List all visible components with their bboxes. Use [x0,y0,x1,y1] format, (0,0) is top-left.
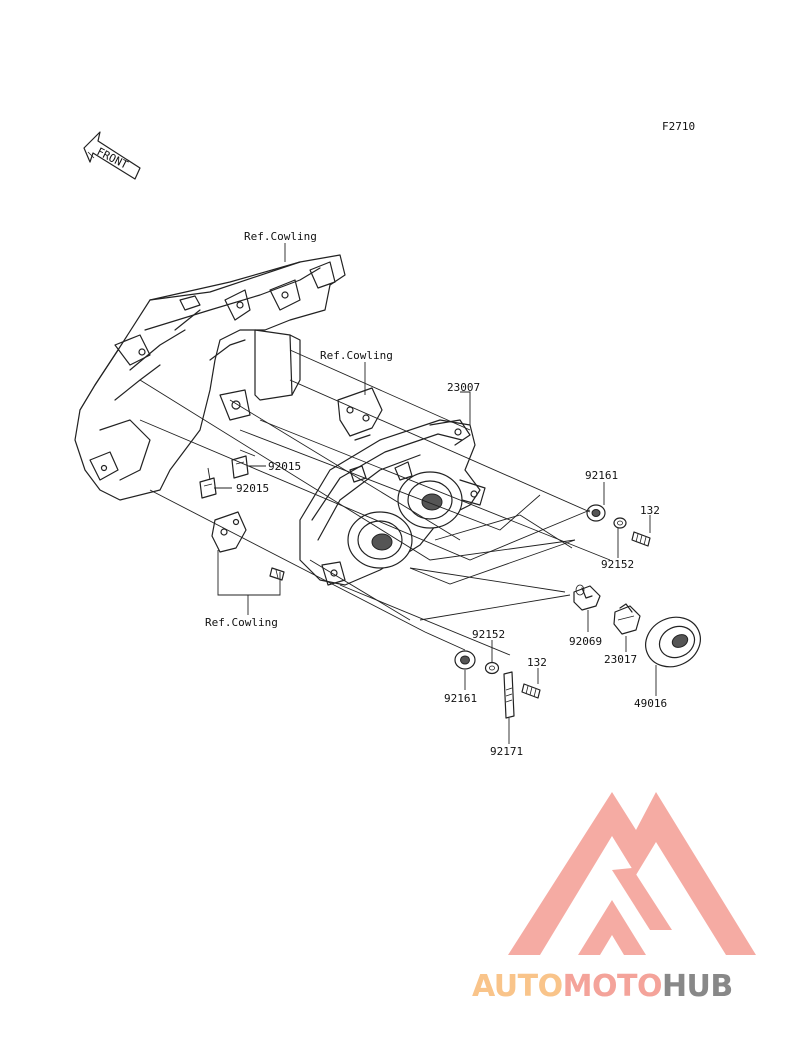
label-132-a: 132 [640,504,660,517]
bolt-132-upper [631,531,651,547]
label-ref-cowling-mid: Ref.Cowling [320,349,393,362]
figure-code: F2710 [662,120,695,133]
bolt-132-lower [521,683,541,699]
bulb-92069 [573,584,601,611]
headlight-assembly [299,419,486,586]
front-arrow-icon: FRONT [83,131,141,180]
label-92069: 92069 [569,635,602,648]
label-92161-b: 92161 [444,692,477,705]
clip-92015-lower [199,477,217,499]
band-92171 [503,671,515,719]
label-ref-cowling-top: Ref.Cowling [244,230,317,243]
label-49016: 49016 [634,697,667,710]
watermark-auto: AUTO [472,969,563,1004]
cowling-plate-low [211,511,247,553]
watermark-logo-icon [508,792,756,955]
grommet-92161-lower [454,650,476,670]
label-92152-b: 92152 [472,628,505,641]
guide-lines [139,349,611,656]
watermark-text: AUTOMOTOHUB [472,969,733,1004]
grommet-92161-upper [586,504,606,522]
cowling-bracket [74,254,346,501]
cover-49016 [645,616,701,668]
label-132-b: 132 [527,656,547,669]
svg-text:AUTOMOTOHUB: AUTOMOTOHUB [472,969,733,1004]
cowling-plate-mid [337,387,383,437]
clip-92015-upper [231,455,249,479]
label-92015-b: 92015 [236,482,269,495]
socket-23017 [613,603,641,635]
watermark-moto: MOTO [563,969,662,1004]
collar-92152-lower [484,661,500,675]
label-leaders [214,243,657,744]
label-23017: 23017 [604,653,637,666]
watermark-hub: HUB [662,969,733,1004]
label-ref-cowling-bottom: Ref.Cowling [205,616,278,629]
label-92152-a: 92152 [601,558,634,571]
label-23007: 23007 [447,381,480,394]
label-92161-a: 92161 [585,469,618,482]
collar-92152-upper [613,517,627,529]
label-92015-a: 92015 [268,460,301,473]
screw-small-icon [269,567,285,581]
front-arrow-label: FRONT [95,145,131,172]
label-92171: 92171 [490,745,523,758]
